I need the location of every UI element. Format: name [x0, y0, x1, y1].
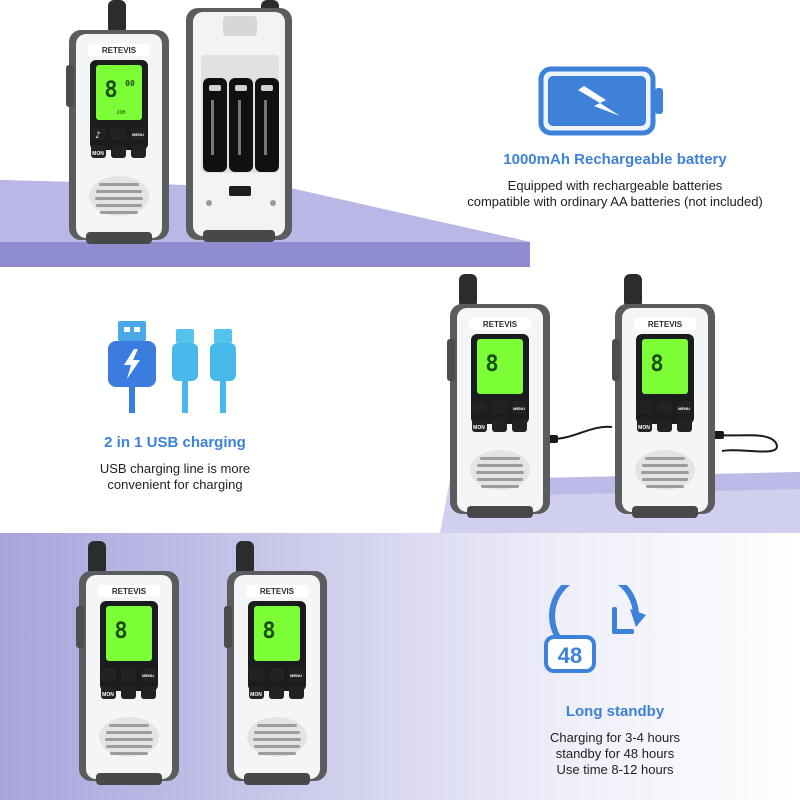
mon-key-label: MON — [102, 692, 114, 698]
standby-desc-line: Charging for 3-4 hours — [549, 730, 681, 745]
standby-description: Charging for 3-4 hours standby for 48 ho… — [490, 730, 740, 778]
usb-desc-line: convenient for charging — [107, 477, 243, 492]
usb-title: 2 in 1 USB charging — [104, 434, 246, 451]
mon-key-label: MON — [92, 151, 104, 157]
battery-description: Equipped with rechargeable batteries com… — [430, 178, 800, 210]
lcd-channel-digit: 8 — [114, 619, 127, 644]
usb-cable-icon — [100, 319, 250, 420]
menu-key-label: MENU — [132, 132, 144, 137]
usb-feature-text: 2 in 1 USB charging USB charging line is… — [60, 434, 290, 493]
lcd-channel-digit: 8 — [650, 352, 663, 377]
usb-feature-panel: 2 in 1 USB charging USB charging line is… — [0, 267, 800, 533]
usb-description: USB charging line is more convenient for… — [60, 461, 290, 493]
radio-brand-text: RETEVIS — [260, 587, 295, 596]
radio-brand-text: RETEVIS — [648, 320, 683, 329]
usb-desc-line: USB charging line is more — [99, 461, 251, 476]
battery-feature-text: 1000mAh Rechargeable battery Equipped wi… — [430, 151, 800, 210]
lcd-channel-digit: 8 — [262, 619, 275, 644]
battery-bolt-icon — [538, 66, 666, 141]
radio-back-battery-compartment — [183, 0, 295, 246]
menu-key-label: MENU — [513, 406, 525, 411]
battery-title: 1000mAh Rechargeable battery — [503, 151, 727, 168]
music-key-label: ♪ — [95, 131, 101, 141]
standby-badge-number: 48 — [558, 643, 582, 668]
radio-charging-right: RETEVIS 8 MON MENU — [612, 267, 718, 527]
lcd-small-digits: 00 — [125, 79, 135, 88]
radio-brand-text: RETEVIS — [102, 46, 137, 55]
standby-title: Long standby — [565, 703, 665, 720]
mon-key-label: MON — [250, 692, 262, 698]
mon-key-label: MON — [473, 425, 485, 431]
clock-48-icon: 48 — [540, 570, 664, 686]
battery-feature-panel: RETEVIS 8 00 2OH ♪ MON MENU — [0, 0, 800, 267]
lcd-channel-digit: 8 — [485, 352, 498, 377]
radio-charging-left: RETEVIS 8 MON MENU — [447, 267, 553, 527]
radio-brand-text: RETEVIS — [483, 320, 518, 329]
mon-key-label: MON — [638, 425, 650, 431]
radio-front: RETEVIS 8 00 2OH ♪ MON MENU — [66, 0, 172, 246]
standby-feature-panel: RETEVIS 8 MON MENU RETEVIS 8 MON MENU 48… — [0, 533, 800, 800]
lcd-code: 2OH — [116, 110, 125, 116]
menu-key-label: MENU — [142, 673, 154, 678]
standby-desc-line: standby for 48 hours — [555, 746, 675, 761]
radio-brand-text: RETEVIS — [112, 587, 147, 596]
menu-key-label: MENU — [678, 406, 690, 411]
menu-key-label: MENU — [290, 673, 302, 678]
standby-desc-line: Use time 8-12 hours — [556, 762, 674, 777]
radio-standby-right: RETEVIS 8 MON MENU — [224, 533, 330, 795]
battery-desc-line: compatible with ordinary AA batteries (n… — [467, 194, 763, 209]
radio-standby-left: RETEVIS 8 MON MENU — [76, 533, 182, 795]
battery-desc-line: Equipped with rechargeable batteries — [507, 178, 723, 193]
lcd-channel-digit: 8 — [104, 78, 117, 103]
standby-feature-text: Long standby Charging for 3-4 hours stan… — [490, 703, 740, 778]
